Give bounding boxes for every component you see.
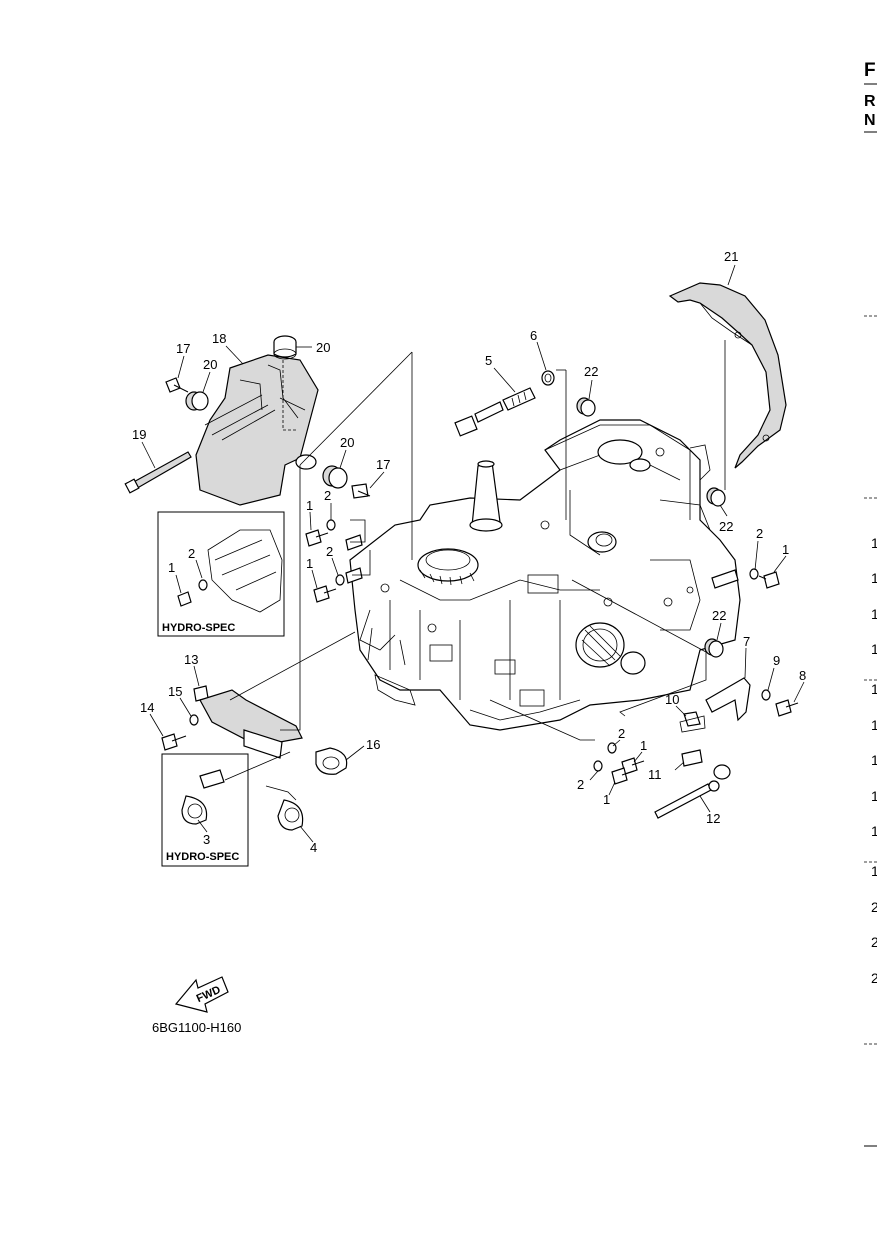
fwd-arrow-icon: FWD [174, 976, 229, 1013]
callout-16: 16 [366, 737, 380, 752]
hydro-spec-label: HYDRO-SPEC [162, 622, 235, 634]
callout-18: 18 [212, 331, 226, 346]
callout-7: 7 [743, 634, 750, 649]
lower-left-bracket [199, 689, 348, 831]
callout-2: 2 [756, 526, 763, 541]
callout-1: 1 [640, 738, 647, 753]
edge-number: 1 [871, 788, 877, 804]
hydro-spec-label: HYDRO-SPEC [166, 851, 239, 863]
callouts: 21 6 5 22 18 17 20 20 19 20 17 22 1 2 1 … [132, 249, 806, 855]
hydro-spec-inset-lower: HYDRO-SPEC [161, 753, 249, 867]
edge-letter-f: F [864, 60, 876, 81]
sensor-assembly [454, 369, 567, 520]
callout-9: 9 [773, 653, 780, 668]
callout-leaders [141, 264, 805, 843]
edge-number: 2 [871, 934, 877, 950]
callout-4: 4 [310, 840, 317, 855]
callout-8: 8 [799, 668, 806, 683]
callout-14: 14 [140, 700, 154, 715]
callout-22: 22 [712, 608, 726, 623]
grommets-22 [576, 397, 726, 658]
callout-2: 2 [618, 726, 625, 741]
hydro-spec-inset-upper: HYDRO-SPEC [157, 511, 285, 637]
edge-number: 2 [871, 899, 877, 915]
callout-17: 17 [376, 457, 390, 472]
right-edge-index: F R N 1 1 1 1 1 1 1 1 1 1 2 2 2 [864, 60, 877, 1147]
cover-assembly [124, 335, 371, 506]
callout-10: 10 [665, 692, 679, 707]
right-lower-parts [654, 677, 751, 819]
callout-22: 22 [584, 364, 598, 379]
callout-2: 2 [188, 546, 195, 561]
callout-21: 21 [724, 249, 738, 264]
callout-22: 22 [719, 519, 733, 534]
edge-number: 1 [871, 752, 877, 768]
callout-6: 6 [530, 328, 537, 343]
callout-1: 1 [306, 498, 313, 513]
edge-letter-r: R [864, 93, 876, 110]
edge-number: 1 [871, 681, 877, 697]
callout-1: 1 [306, 556, 313, 571]
edge-number: 1 [871, 535, 877, 551]
callout-2: 2 [326, 544, 333, 559]
callout-5: 5 [485, 353, 492, 368]
callout-20: 20 [340, 435, 354, 450]
callout-15: 15 [168, 684, 182, 699]
callout-2: 2 [324, 488, 331, 503]
edge-number: 2 [871, 970, 877, 986]
callout-2: 2 [577, 777, 584, 792]
edge-number: 1 [871, 570, 877, 586]
callout-17: 17 [176, 341, 190, 356]
edge-number: 1 [871, 717, 877, 733]
callout-11: 11 [648, 767, 662, 782]
callout-20: 20 [316, 340, 330, 355]
callout-19: 19 [132, 427, 146, 442]
figure-code: 6BG1100-H160 [152, 1020, 241, 1035]
edge-letter-n: N [864, 112, 876, 129]
leader-lines [224, 351, 707, 781]
callout-13: 13 [184, 652, 198, 667]
edge-number: 1 [871, 863, 877, 879]
callout-1: 1 [168, 560, 175, 575]
engine-block-illustration [345, 419, 741, 731]
callout-1: 1 [603, 792, 610, 807]
bracket-21 [668, 282, 787, 490]
edge-number: 1 [871, 641, 877, 657]
callout-3: 3 [203, 832, 210, 847]
edge-number: 1 [871, 606, 877, 622]
edge-number: 1 [871, 823, 877, 839]
callout-12: 12 [706, 811, 720, 826]
bolts-and-washers [161, 519, 799, 785]
callout-20: 20 [203, 357, 217, 372]
callout-1: 1 [782, 542, 789, 557]
